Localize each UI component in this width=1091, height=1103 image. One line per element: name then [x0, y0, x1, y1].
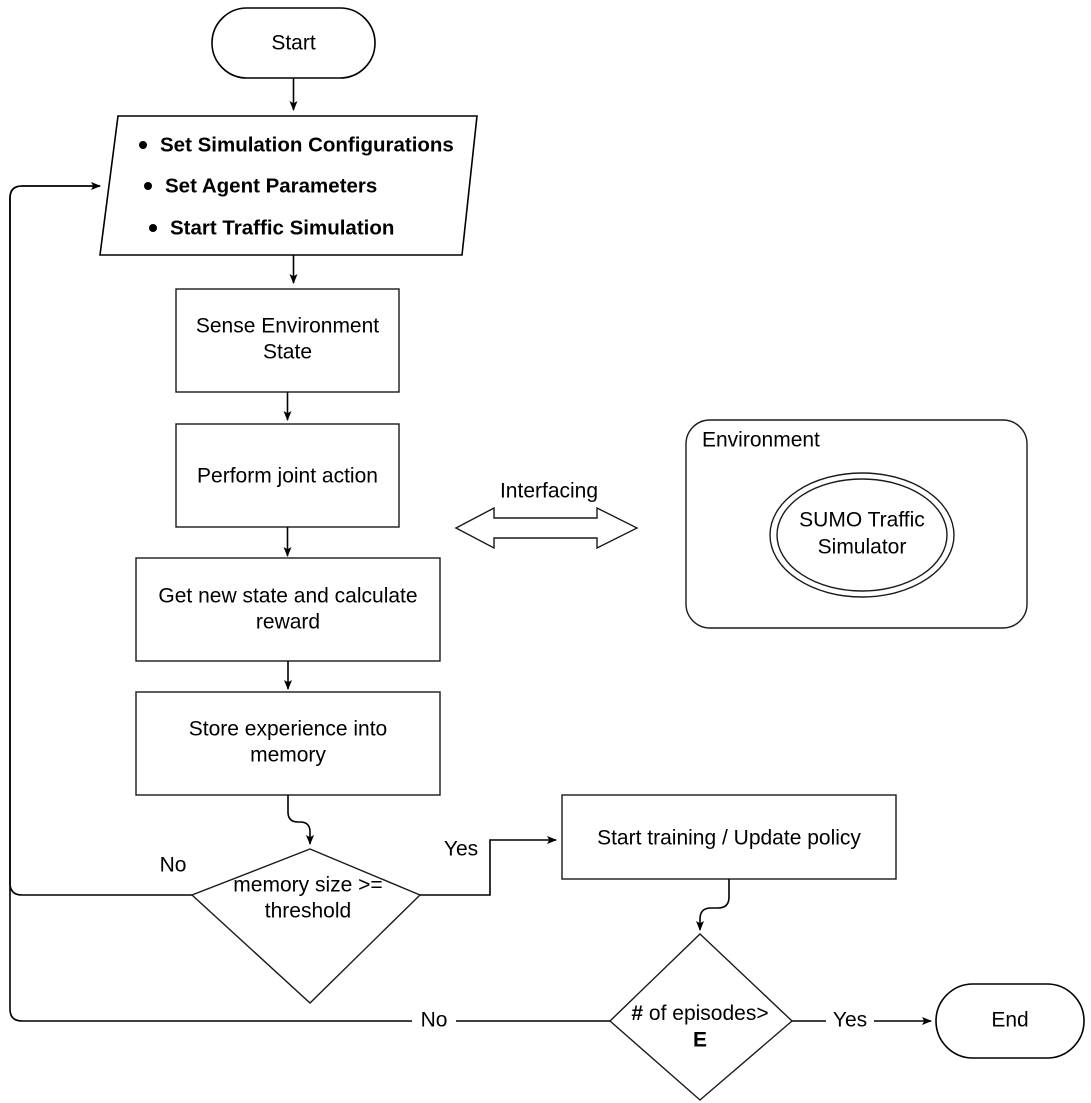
label-mask — [152, 852, 194, 880]
sense-shape — [175, 288, 400, 393]
setup-shape — [99, 115, 478, 256]
node-interfacing: Interfacing — [454, 480, 639, 550]
sumo-label-line2: Simulator — [818, 536, 907, 559]
episode-decision-shape — [608, 933, 794, 1101]
environment-label: Environment — [702, 429, 820, 452]
node-memory-decision[interactable]: memory size >= threshold — [190, 848, 422, 1004]
setup-bullet-1: Set Simulation Configurations — [160, 133, 454, 156]
edge-label-episode-no-front: No — [421, 1009, 448, 1032]
node-sumo-simulator[interactable]: SUMO Traffic Simulator — [769, 472, 955, 598]
node-get-reward[interactable]: Get new state and calculate reward — [135, 557, 441, 662]
train-shape — [561, 794, 897, 880]
node-episode-decision[interactable]: # of episodes> E — [608, 933, 794, 1101]
memory-decision-line1: memory size >= — [233, 874, 382, 897]
sumo-label-line1: SUMO Traffic — [799, 509, 925, 532]
action-shape — [175, 423, 400, 528]
episode-decision-hash: # — [631, 1002, 643, 1025]
bullet-dot-icon — [139, 141, 147, 149]
edge-memory-yes — [420, 836, 557, 896]
edge-label-memory-yes-front: Yes — [444, 838, 478, 861]
node-setup[interactable]: Set Simulation Configurations Set Agent … — [99, 115, 478, 256]
action-label: Perform joint action — [197, 465, 378, 488]
episode-decision-rest: of episodes> — [643, 1002, 769, 1025]
sumo-inner-ellipse — [776, 478, 948, 592]
edge-train-to-episode-decision — [696, 879, 730, 931]
memory-decision-line2: threshold — [265, 900, 351, 923]
reward-label-line2: reward — [256, 611, 320, 634]
train-label: Start training / Update policy — [597, 827, 861, 850]
edge-label-memory-no-front: No — [160, 854, 187, 877]
store-label-line2: memory — [250, 744, 326, 767]
node-end[interactable]: End — [935, 983, 1085, 1059]
start-label: Start — [271, 32, 316, 55]
episode-decision-line1: # of episodes> — [631, 1002, 768, 1025]
node-start[interactable]: Start — [211, 7, 376, 79]
store-label-line1: Store experience into — [189, 718, 387, 741]
setup-bullet-3: Start Traffic Simulation — [170, 216, 394, 239]
setup-bullet-2: Set Agent Parameters — [165, 174, 377, 197]
interfacing-arrow-icon — [454, 506, 639, 550]
label-mask — [826, 1007, 874, 1035]
node-start-training[interactable]: Start training / Update policy — [561, 794, 897, 880]
store-shape — [135, 691, 441, 796]
node-sense-environment[interactable]: Sense Environment State — [175, 288, 400, 393]
episode-decision-line2: E — [693, 1029, 707, 1052]
node-store-experience[interactable]: Store experience into memory — [135, 691, 441, 796]
node-perform-action[interactable]: Perform joint action — [175, 423, 400, 528]
memory-decision-shape — [190, 848, 422, 1004]
interfacing-label: Interfacing — [500, 480, 598, 503]
edge-episode-no-loop — [9, 185, 610, 1022]
label-mask — [440, 836, 482, 864]
end-label: End — [991, 1009, 1028, 1032]
sense-label-line2: State — [263, 341, 312, 364]
reward-shape — [135, 557, 441, 662]
bullet-dot-icon — [149, 224, 157, 232]
reward-label-line1: Get new state and calculate — [158, 585, 417, 608]
edge-label-episode-yes-front: Yes — [833, 1009, 867, 1032]
sense-label-line1: Sense Environment — [196, 315, 379, 338]
label-mask — [412, 1007, 456, 1035]
edge-store-to-memory-decision — [287, 795, 314, 845]
bullet-dot-icon — [144, 182, 152, 190]
end-shape — [935, 983, 1085, 1059]
